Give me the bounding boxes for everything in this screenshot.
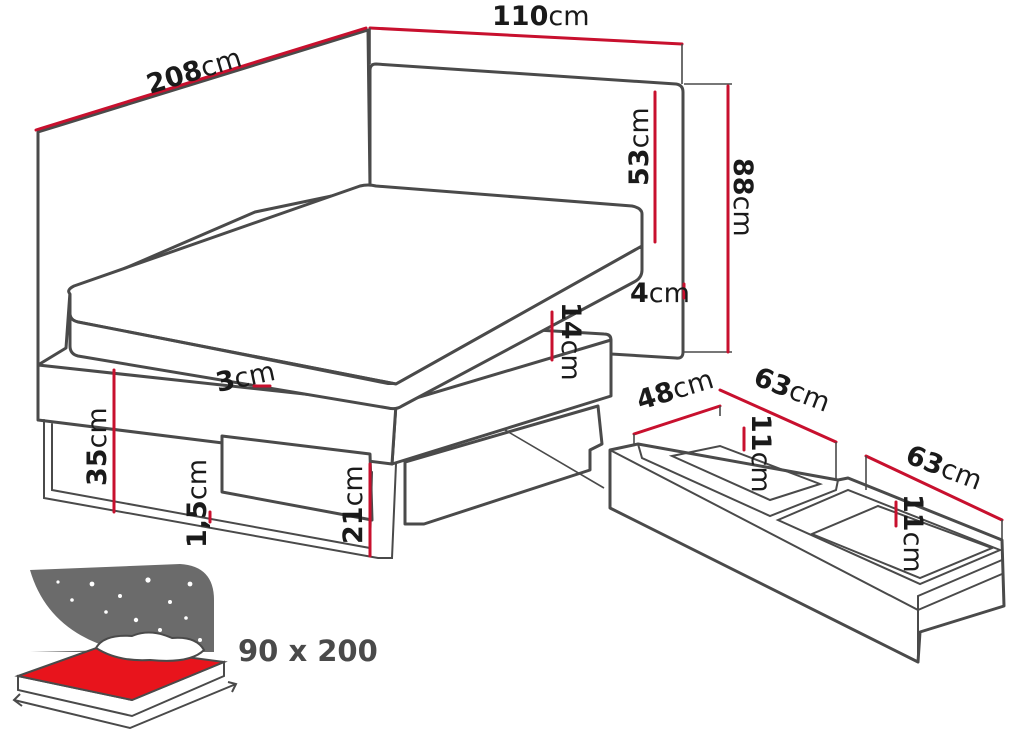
- label-drawer2-height: 11cm: [897, 494, 928, 573]
- label-side-height: 14cm: [555, 302, 586, 381]
- mattress-size-icon: [12, 564, 238, 730]
- mattress-side: [68, 244, 644, 411]
- label-base-thick: 1,5cm: [182, 459, 213, 548]
- front-drawer: [220, 434, 374, 522]
- label-headboard-thick: 4cm: [630, 278, 690, 309]
- dimension-lines: [34, 26, 1004, 558]
- drawers-drawing: [608, 442, 1006, 664]
- dim-line-drawer1-width: [718, 388, 838, 444]
- label-width: 110cm: [492, 1, 590, 32]
- label-drawer1-height: 11cm: [745, 414, 776, 493]
- label-headboard-panel: 53cm: [624, 107, 655, 186]
- frame-front: [36, 363, 398, 466]
- drawer1-floor: [668, 444, 824, 502]
- night-sky-icon: [30, 564, 214, 652]
- drawer-pointer-line: [504, 429, 605, 489]
- dim-line-drawer-depth: [632, 404, 722, 436]
- label-drawer2-width: 63cm: [901, 440, 986, 497]
- pillow-icon: [94, 631, 206, 662]
- bed-drawing: [36, 28, 685, 559]
- drawer2-floor: [809, 504, 995, 580]
- mattress-edge: [77, 321, 397, 385]
- label-clearance: 21cm: [338, 465, 369, 544]
- drawer1-inner: [637, 443, 839, 518]
- label-headboard-total: 88cm: [727, 158, 758, 237]
- front-leg-frame: [43, 419, 397, 559]
- double-arrow-icon: [12, 681, 238, 730]
- label-bed-height: 35cm: [82, 407, 113, 486]
- drawer-rim: [917, 559, 1003, 611]
- mattress-size-label: 90 x 200: [238, 634, 378, 668]
- label-drawer-depth: 48cm: [633, 364, 717, 417]
- stars: [56, 577, 202, 642]
- side-drawer: [403, 404, 604, 526]
- dim-line-width: [368, 26, 684, 46]
- left-side-panel: [36, 28, 372, 367]
- dim-line-drawer2-width: [864, 454, 1004, 522]
- dim-line-length: [34, 26, 368, 132]
- drawer2-inner: [775, 488, 1003, 586]
